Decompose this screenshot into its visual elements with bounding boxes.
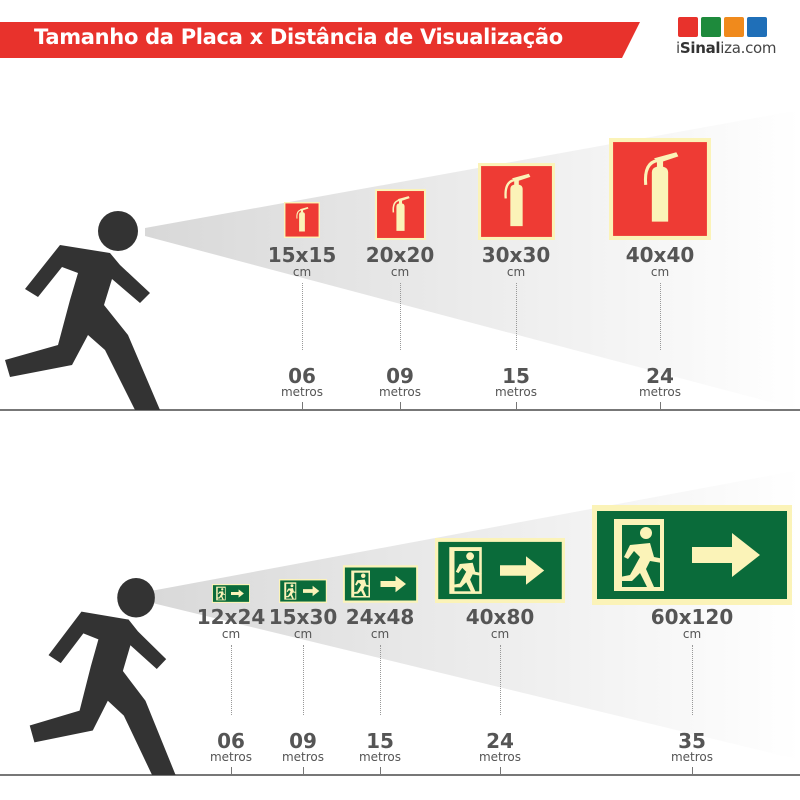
distance-unit: metros [494,385,538,399]
distance-unit: metros [281,750,325,764]
viewing-distance: 15 [366,729,394,753]
sign-size-unit: cm [370,627,390,641]
distance-unit: metros [478,750,522,764]
sign-size-unit: cm [650,265,670,279]
emergency-exit-right-icon [279,579,327,603]
running-person-icon [29,577,176,775]
sign-size-unit: cm [682,627,702,641]
fire-extinguisher-sign-40x40 [609,138,711,240]
sign-size-label: 20x20 [365,243,435,267]
distance-unit: metros [638,385,682,399]
emergency-exit-sign-12x24 [212,584,250,603]
fire-extinguisher-icon [609,138,711,240]
fire-extinguisher-icon [477,163,555,240]
sign-size-label: 24x48 [345,605,415,629]
viewing-distance: 06 [217,729,245,753]
dotted-guide-line [400,283,401,350]
dotted-guide-line [500,645,501,715]
fire-extinguisher-sign-30x30 [477,163,555,240]
sign-size-label: 60x120 [650,605,734,629]
emergency-exit-sign-40x80 [435,538,565,603]
dotted-guide-line [303,645,304,715]
distance-tick [303,767,304,775]
fire-extinguisher-sign-20x20 [374,189,426,240]
sign-size-label: 15x30 [268,605,338,629]
ground-line-top [0,409,800,411]
fire-extinguisher-icon [284,202,320,238]
dotted-guide-line [660,283,661,350]
emergency-exit-right-icon [212,584,250,603]
logo-text: iSinaliza.com [676,39,777,57]
distance-tick [380,767,381,775]
logo-icons [678,17,796,37]
sign-size-unit: cm [292,265,312,279]
distance-unit: metros [209,750,253,764]
emergency-exit-sign-15x30 [279,579,327,603]
sign-size-label: 12x24 [196,605,266,629]
isinaliza-logo[interactable]: iSinaliza.com [676,17,796,57]
sign-size-unit: cm [221,627,241,641]
sign-size-unit: cm [490,627,510,641]
dotted-guide-line [380,645,381,715]
running-person-icon [5,211,160,410]
sign-size-unit: cm [506,265,526,279]
fire-extinguisher-sign-15x15 [284,202,320,238]
sign-size-unit: cm [293,627,313,641]
viewing-distance: 09 [386,364,414,388]
distance-unit: metros [280,385,324,399]
sign-size-label: 15x15 [267,243,337,267]
exit-icon [701,17,721,37]
distance-tick [302,402,303,410]
distance-tick [692,767,693,775]
viewing-distance: 24 [486,729,514,753]
emergency-exit-right-icon [435,538,565,603]
dotted-guide-line [692,645,693,715]
distance-unit: metros [358,750,402,764]
distance-tick [516,402,517,410]
page-title: Tamanho da Placa x Distância de Visualiz… [34,25,563,49]
sign-size-unit: cm [390,265,410,279]
ground-line-bottom [0,774,800,776]
banner-background [0,22,640,58]
title-banner: Tamanho da Placa x Distância de Visualiz… [0,22,640,58]
viewing-distance: 09 [289,729,317,753]
safety-helmet-icon [747,17,767,37]
fire-icon [724,17,744,37]
distance-unit: metros [378,385,422,399]
dotted-guide-line [231,645,232,715]
fall-hazard-icon [678,17,698,37]
viewing-distance: 06 [288,364,316,388]
viewing-distance: 24 [646,364,674,388]
distance-tick [500,767,501,775]
sign-size-label: 40x40 [625,243,695,267]
distance-tick [400,402,401,410]
fire-extinguisher-icon [374,189,426,240]
emergency-exit-right-icon [342,565,418,603]
dotted-guide-line [516,283,517,350]
distance-unit: metros [670,750,714,764]
emergency-exit-sign-24x48 [342,565,418,603]
distance-tick [231,767,232,775]
emergency-exit-sign-60x120 [587,505,797,605]
emergency-exit-right-icon [592,505,792,605]
viewing-distance: 15 [502,364,530,388]
viewing-distance: 35 [678,729,706,753]
dotted-guide-line [302,283,303,350]
sign-size-label: 40x80 [465,605,535,629]
distance-tick [660,402,661,410]
sign-size-label: 30x30 [481,243,551,267]
